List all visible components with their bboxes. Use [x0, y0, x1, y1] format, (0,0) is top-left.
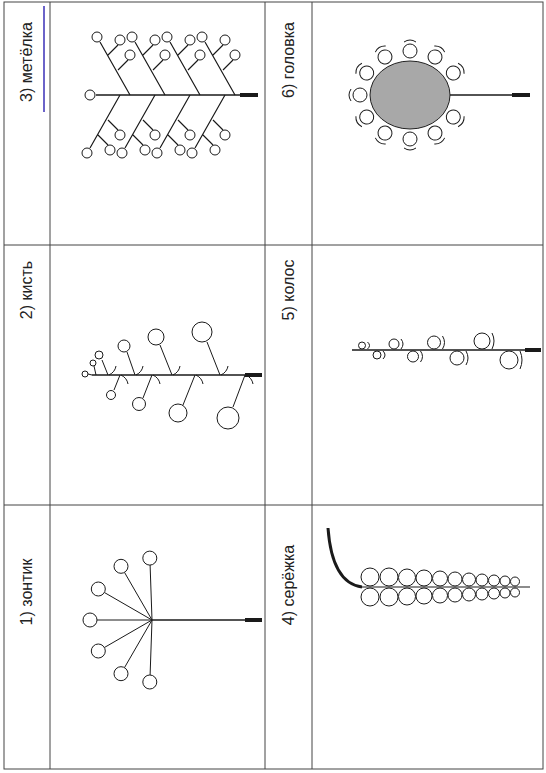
spike-drawing [352, 333, 541, 369]
inflorescence-label: 2) кисть [18, 261, 36, 319]
pen-mark [43, 6, 45, 112]
catkin-drawing [328, 528, 530, 606]
panicle-drawing [82, 32, 258, 158]
inflorescence-label: 5) колос [280, 260, 298, 321]
inflorescence-label: 6) головка [280, 22, 298, 98]
inflorescence-label: 1) зонтик [18, 559, 36, 626]
table-grid [4, 2, 543, 769]
inflorescence-label: 4) серёжка [280, 545, 298, 625]
umbel-drawing [83, 551, 262, 689]
inflorescence-label: 3) метёлка [18, 22, 36, 102]
raceme-drawing [82, 322, 262, 429]
head-drawing [349, 40, 530, 150]
